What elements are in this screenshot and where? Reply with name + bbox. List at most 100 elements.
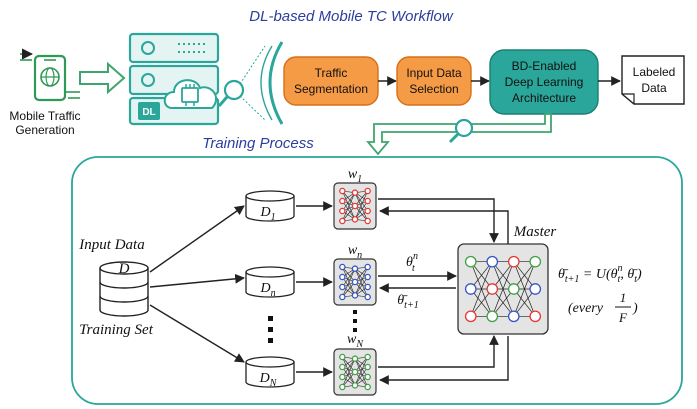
network-edge [354, 192, 368, 212]
network-edge [354, 281, 368, 298]
frequency-denominator: F [618, 310, 628, 325]
input-data-selection-label: Input Data [406, 66, 462, 80]
worker-N-network [333, 348, 377, 396]
network-edge [491, 261, 515, 317]
network-node [351, 292, 359, 299]
network-node [351, 382, 359, 389]
arrow-dataset-to-shard-N [149, 304, 245, 363]
network-edge [342, 356, 356, 386]
network-node [339, 217, 346, 225]
network-node [339, 197, 346, 205]
bd-enabled-dl-box [489, 49, 599, 115]
network-edge [354, 268, 368, 288]
network-edge [342, 190, 356, 207]
network-node [486, 310, 499, 323]
network-node [339, 283, 346, 291]
network-node [529, 283, 542, 295]
network-node [364, 353, 371, 361]
network-node [339, 273, 346, 281]
network-node [464, 255, 477, 268]
network-node [351, 368, 359, 376]
network-edge [354, 266, 368, 283]
network-edge [354, 190, 368, 220]
training-region [71, 156, 683, 405]
network-edge [342, 266, 356, 283]
network-edge [354, 356, 368, 386]
training-set-label: Training Set [79, 322, 154, 338]
network-node [364, 217, 371, 225]
network-edge [342, 371, 356, 388]
worker-1-network [333, 182, 377, 230]
network-node [339, 207, 346, 215]
download-param-label: θ̄t+1 [397, 293, 418, 311]
network-node [529, 310, 542, 323]
server-icon [128, 32, 220, 126]
shard-1 [245, 190, 295, 222]
master-label: Master [513, 224, 557, 240]
network-node [339, 263, 346, 271]
network-node [507, 310, 520, 323]
network-node [529, 255, 542, 268]
mobile-phone-icon [20, 48, 80, 102]
network-node [464, 310, 477, 323]
frequency-prefix: (every [568, 301, 604, 316]
network-node [364, 207, 371, 215]
network-node [364, 373, 371, 381]
network-node [351, 355, 359, 362]
network-node [339, 383, 346, 391]
master-network [457, 243, 549, 335]
dl-to-training-arrow [366, 113, 552, 156]
network-edge [342, 366, 356, 386]
network-edge [354, 358, 368, 388]
master-to-worker-N-arrow [379, 336, 509, 385]
phone-to-server-arrow [79, 61, 126, 95]
network-edge [342, 190, 356, 220]
network-edge [342, 281, 356, 298]
network-edge [354, 266, 368, 296]
network-edge [342, 200, 356, 220]
network-node [364, 293, 371, 301]
network-edge [342, 276, 356, 296]
network-edge [342, 358, 356, 388]
network-edge [354, 371, 368, 388]
shard-n-label: Dn [259, 281, 275, 299]
labeled-data-doc [621, 55, 685, 105]
server-dl-badge: DL [142, 107, 155, 118]
network-node [464, 283, 477, 295]
shard-N-label: DN [259, 371, 278, 389]
network-node [339, 363, 346, 371]
network-edge [354, 200, 368, 220]
network-edge [354, 358, 368, 378]
network-edge [342, 266, 356, 296]
network-node [351, 278, 359, 286]
network-edge [354, 276, 368, 296]
network-edge [354, 190, 368, 207]
frequency-numerator: 1 [620, 290, 627, 305]
network-edge [342, 356, 356, 373]
arrow-dataset-to-shard-n [149, 273, 245, 288]
worker-ellipsis [353, 310, 357, 332]
traffic-segmentation-label-2: Segmentation [294, 82, 368, 96]
network-node [486, 255, 499, 268]
network-node [486, 283, 499, 295]
network-edge [342, 268, 356, 288]
network-edge [342, 205, 356, 222]
mobile-traffic-label-2: Generation [15, 123, 74, 137]
worker-1-to-master-arrow [378, 198, 499, 243]
network-node [351, 265, 359, 272]
training-magnifier-icon [448, 118, 474, 144]
lens-bracket [268, 41, 284, 125]
dataset-symbol: D [118, 261, 130, 277]
network-edge [342, 192, 356, 222]
shard-N [245, 356, 295, 388]
worker-N-label: wN [347, 332, 364, 350]
network-node [364, 263, 371, 271]
traffic-segmentation-box [283, 56, 379, 106]
network-node [351, 189, 359, 196]
network-node [364, 273, 371, 281]
network-edge [354, 356, 368, 373]
network-node [339, 373, 346, 381]
network-node [364, 197, 371, 205]
